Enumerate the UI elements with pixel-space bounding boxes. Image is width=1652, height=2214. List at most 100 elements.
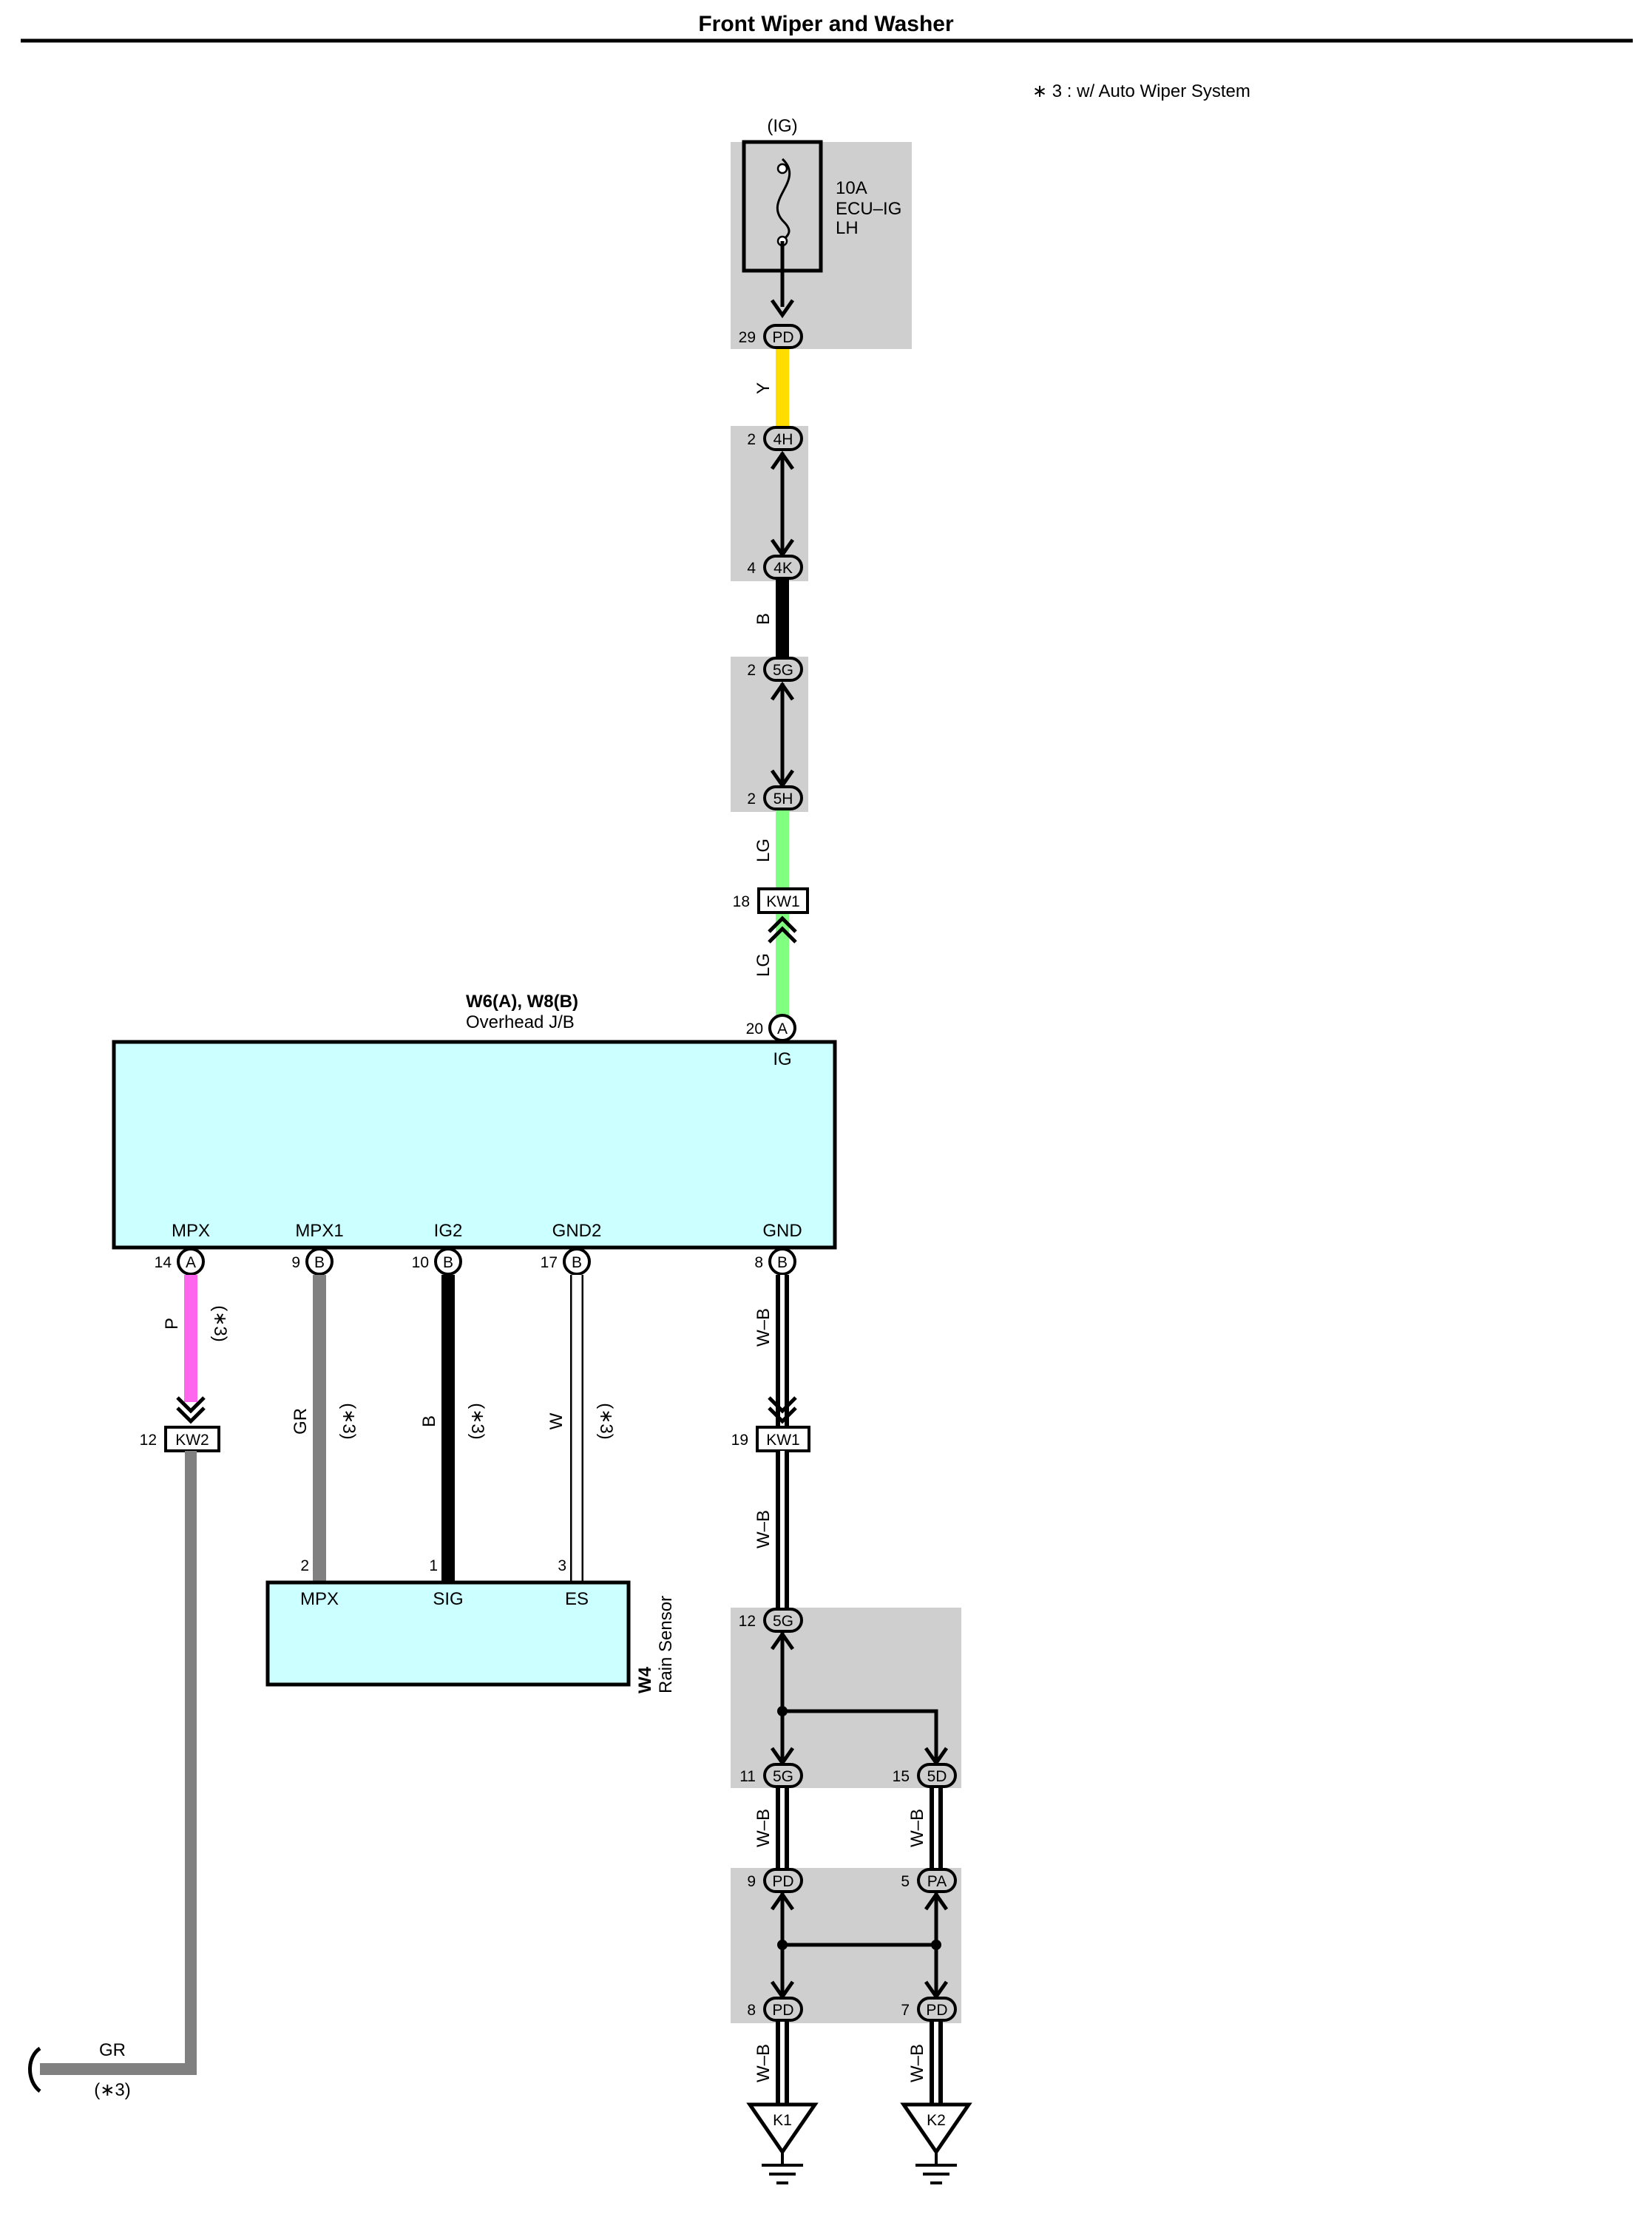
svg-text:(∗3): (∗3): [339, 1403, 359, 1439]
shade-5g-5h: [731, 657, 808, 812]
footnote: ∗ 3 : w/ Auto Wiper System: [1032, 81, 1250, 101]
shade-4h-4k: [731, 426, 808, 581]
svg-text:W–B: W–B: [907, 2044, 927, 2082]
svg-text:W–B: W–B: [754, 1809, 773, 1847]
svg-text:W–B: W–B: [907, 1809, 927, 1847]
svg-text:W–B: W–B: [754, 2044, 773, 2082]
svg-text:11: 11: [739, 1768, 756, 1785]
svg-text:(∗3): (∗3): [467, 1403, 487, 1439]
rain-sensor-id: W4: [635, 1666, 655, 1693]
terminal-gnd2-17: [563, 1248, 591, 1276]
svg-text:5H: 5H: [773, 791, 793, 808]
svg-text:19: 19: [731, 1432, 748, 1449]
connector-pd-29: [763, 324, 803, 349]
svg-text:4: 4: [747, 560, 756, 577]
jb-id: W6(A), W8(B): [466, 992, 578, 1012]
rain-sensor-name: Rain Sensor: [656, 1596, 676, 1693]
svg-text:A: A: [186, 1254, 196, 1271]
svg-text:12: 12: [739, 1613, 756, 1630]
connector-kw1-18: [757, 887, 809, 914]
terminal-mpx-14: [177, 1248, 205, 1276]
svg-text:B: B: [777, 1254, 788, 1271]
page-title: Front Wiper and Washer: [698, 12, 954, 36]
svg-text:PD: PD: [926, 2002, 947, 2019]
svg-text:LG: LG: [754, 953, 773, 977]
svg-text:(∗3): (∗3): [210, 1305, 230, 1341]
fuse-amp: 10A: [836, 178, 867, 198]
svg-text:2: 2: [747, 431, 756, 448]
svg-text:9: 9: [291, 1254, 300, 1271]
svg-text:15: 15: [893, 1768, 910, 1785]
wire-gray-bottom: [40, 1451, 197, 2075]
svg-text:3: 3: [558, 1557, 566, 1574]
svg-text:B: B: [754, 613, 773, 625]
svg-text:7: 7: [901, 2002, 910, 2019]
svg-text:MPX1: MPX1: [295, 1221, 343, 1241]
shade-5g-5d: [731, 1608, 961, 1788]
svg-text:KW1: KW1: [766, 893, 800, 910]
svg-text:PD: PD: [772, 1873, 793, 1890]
svg-text:KW2: KW2: [175, 1432, 209, 1449]
svg-text:B: B: [314, 1254, 325, 1271]
svg-text:IG2: IG2: [434, 1221, 463, 1241]
fuse-icon: [776, 158, 791, 242]
rain-sensor-box: [265, 1580, 631, 1687]
svg-text:A: A: [777, 1020, 788, 1037]
svg-text:K1: K1: [773, 2112, 792, 2129]
svg-text:LG: LG: [754, 839, 773, 862]
jb-name: Overhead J/B: [466, 1012, 575, 1032]
svg-text:GR: GR: [99, 2040, 126, 2060]
svg-text:5D: 5D: [927, 1768, 947, 1785]
svg-text:2: 2: [747, 662, 756, 679]
svg-text:10: 10: [412, 1254, 429, 1271]
ig-label: (IG): [767, 116, 797, 136]
terminal-ig2-10: [434, 1248, 462, 1276]
svg-text:W: W: [546, 1412, 566, 1429]
fuse-name-2: LH: [836, 218, 859, 238]
svg-text:W–B: W–B: [754, 1308, 773, 1347]
svg-text:4K: 4K: [773, 560, 793, 577]
svg-text:8: 8: [754, 1254, 763, 1271]
svg-text:5G: 5G: [773, 662, 793, 679]
svg-text:1: 1: [429, 1557, 438, 1574]
svg-text:KW1: KW1: [766, 1432, 800, 1449]
svg-text:PA: PA: [927, 1873, 947, 1890]
svg-text:GR: GR: [291, 1408, 311, 1435]
svg-text:8: 8: [747, 2002, 756, 2019]
svg-text:2: 2: [300, 1557, 309, 1574]
svg-text:(∗3): (∗3): [94, 2080, 130, 2100]
svg-text:GND: GND: [762, 1221, 802, 1241]
svg-text:20: 20: [746, 1020, 763, 1037]
svg-text:MPX: MPX: [300, 1589, 339, 1609]
svg-text:IG: IG: [773, 1049, 791, 1069]
svg-text:P: P: [162, 1318, 182, 1330]
svg-text:12: 12: [140, 1432, 157, 1449]
overhead-junction-block: [112, 1040, 837, 1250]
svg-text:14: 14: [155, 1254, 172, 1271]
svg-text:9: 9: [747, 1873, 756, 1890]
svg-text:B: B: [419, 1415, 439, 1427]
terminal-gnd-8: [768, 1248, 796, 1276]
svg-text:(∗3): (∗3): [596, 1403, 616, 1439]
svg-text:PD: PD: [772, 329, 793, 346]
connector-kw1-19: [756, 1426, 810, 1452]
terminal-mpx1-9: [305, 1248, 334, 1276]
svg-text:B: B: [443, 1254, 453, 1271]
svg-text:2: 2: [747, 791, 756, 808]
svg-text:B: B: [572, 1254, 582, 1271]
svg-text:GND2: GND2: [552, 1221, 602, 1241]
svg-text:PD: PD: [772, 2002, 793, 2019]
svg-text:ES: ES: [565, 1589, 589, 1609]
svg-text:4H: 4H: [773, 431, 793, 448]
svg-text:18: 18: [733, 893, 750, 910]
svg-text:17: 17: [541, 1254, 558, 1271]
svg-text:5G: 5G: [773, 1768, 793, 1785]
fuse-name-1: ECU–IG: [836, 199, 901, 219]
svg-text:5G: 5G: [773, 1613, 793, 1630]
ground-k2: [900, 2102, 972, 2156]
ground-k1: [746, 2102, 819, 2156]
svg-text:29: 29: [739, 329, 756, 346]
svg-text:Y: Y: [754, 382, 773, 394]
svg-text:MPX: MPX: [172, 1221, 210, 1241]
